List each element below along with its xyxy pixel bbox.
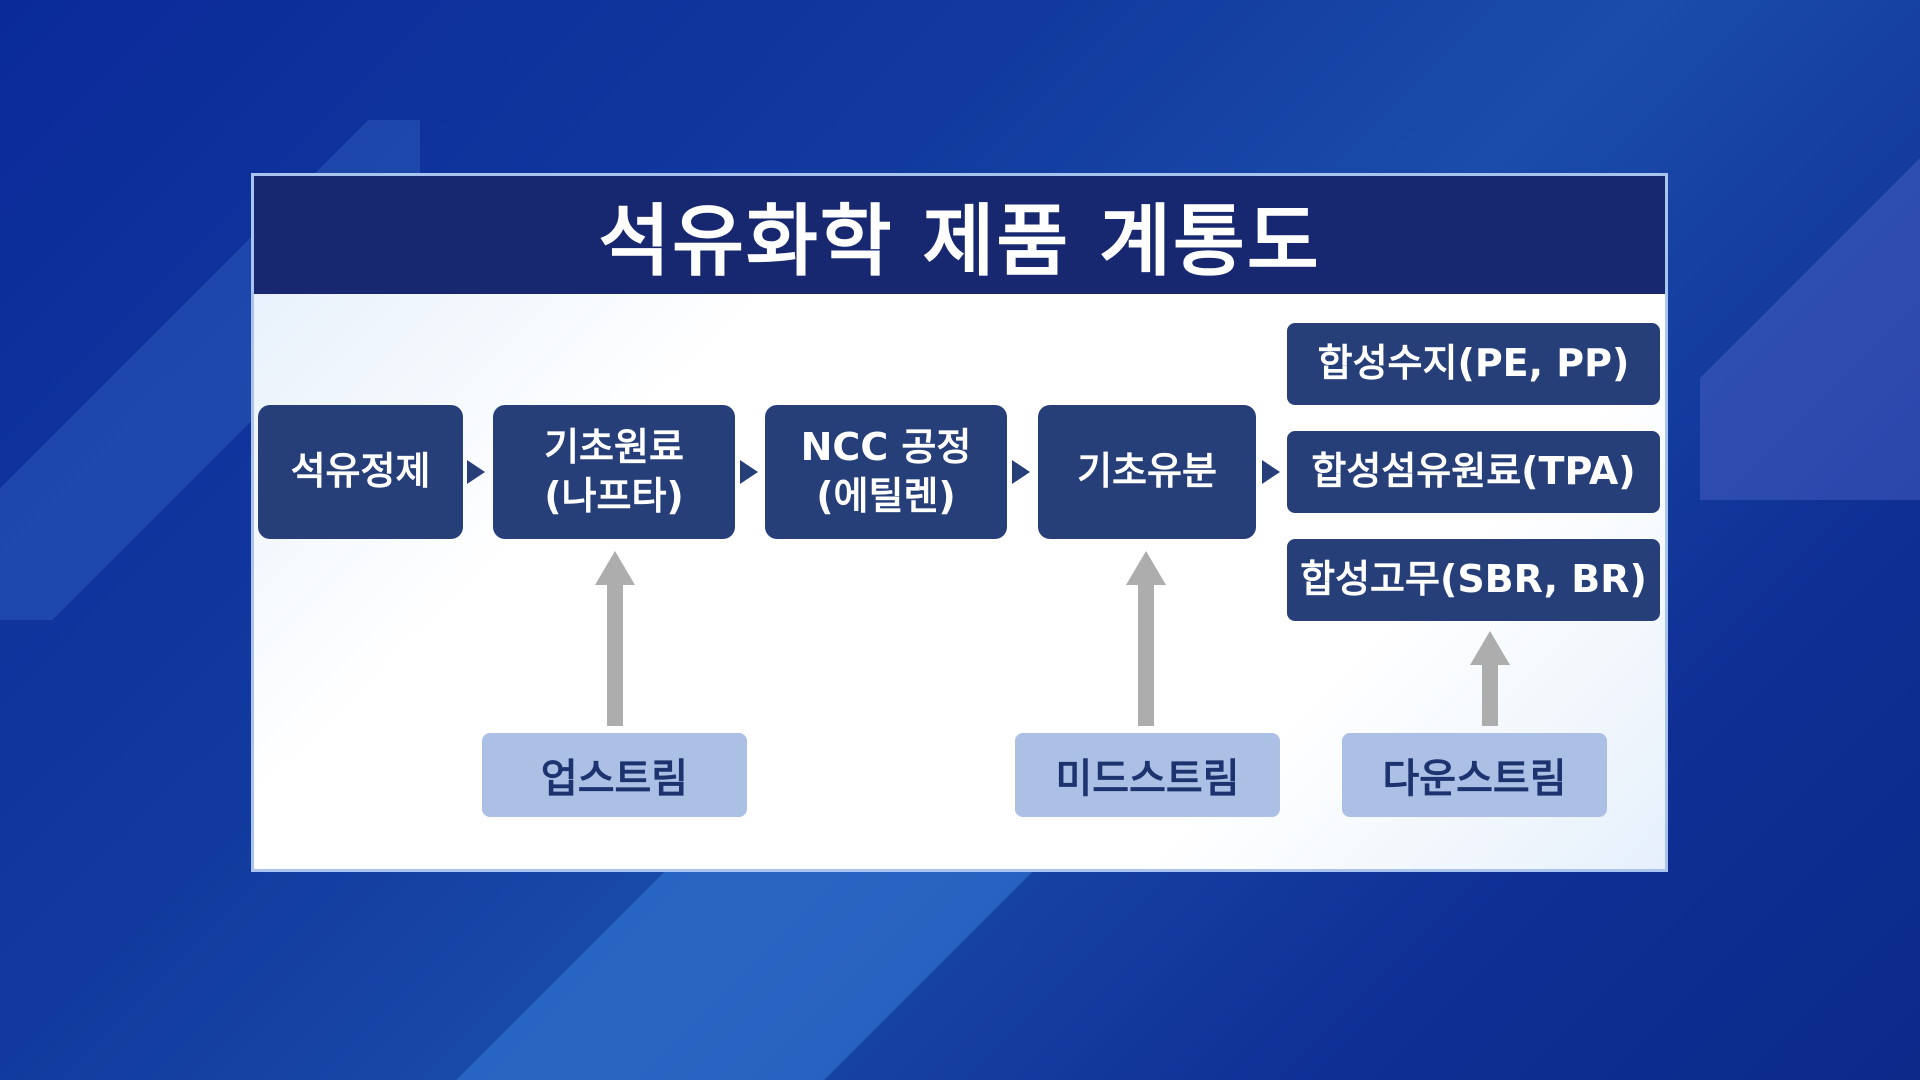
product-box-resin: 합성수지(PE, PP)	[1287, 323, 1660, 405]
arrow-up-icon	[1126, 551, 1166, 585]
arrow-up-icon	[1470, 631, 1510, 665]
arrow-right-icon	[740, 460, 758, 484]
flow-box-basic-fraction: 기초유분	[1038, 405, 1256, 539]
arrow-up-icon	[595, 551, 635, 585]
flow-label: 기초원료	[544, 424, 684, 469]
flow-label: 기초유분	[1077, 449, 1217, 494]
arrow-shaft	[1482, 664, 1498, 726]
stream-label: 다운스트림	[1382, 756, 1567, 802]
stream-box-midstream: 미드스트림	[1015, 733, 1280, 817]
arrow-right-icon	[1262, 460, 1280, 484]
stream-box-upstream: 업스트림	[482, 733, 747, 817]
arrow-right-icon	[467, 460, 485, 484]
product-label: 합성섬유원료(TPA)	[1311, 449, 1636, 494]
arrow-right-icon	[1012, 460, 1030, 484]
product-label: 합성고무(SBR, BR)	[1300, 557, 1647, 602]
product-label: 합성수지(PE, PP)	[1317, 341, 1630, 386]
flow-box-ncc: NCC 공정 (에틸렌)	[765, 405, 1007, 539]
flow-box-naphtha: 기초원료 (나프타)	[493, 405, 735, 539]
flow-label: NCC 공정	[800, 424, 972, 469]
stream-label: 미드스트림	[1055, 756, 1240, 802]
diagram-title: 석유화학 제품 계통도	[254, 176, 1665, 294]
background-stripe	[400, 860, 1100, 1080]
product-box-rubber: 합성고무(SBR, BR)	[1287, 539, 1660, 621]
flow-sublabel: (나프타)	[544, 474, 684, 518]
stream-box-downstream: 다운스트림	[1342, 733, 1607, 817]
arrow-shaft	[1138, 584, 1154, 726]
background-stripe	[1700, 150, 1920, 500]
flow-sublabel: (에틸렌)	[816, 474, 956, 518]
stream-label: 업스트림	[540, 756, 689, 802]
flow-box-refining: 석유정제	[258, 405, 463, 539]
flow-label: 석유정제	[290, 449, 431, 494]
product-box-fiber: 합성섬유원료(TPA)	[1287, 431, 1660, 513]
arrow-shaft	[607, 584, 623, 726]
